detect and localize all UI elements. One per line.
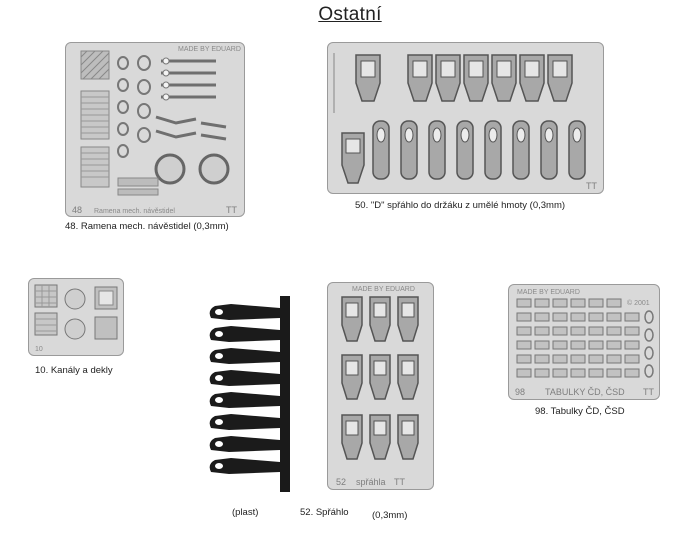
fret-52-brand: MADE BY EDUARD [352, 286, 415, 293]
caption-52: 52. Spřáhlo [300, 507, 349, 518]
page-title: Ostatní [318, 4, 382, 25]
fret-98-number: 98 [515, 387, 525, 397]
fret-52-scale: TT [394, 477, 405, 487]
caption-48: 48. Ramena mech. návěstidel (0,3mm) [65, 221, 229, 232]
caption-10: 10. Kanály a dekly [35, 365, 113, 376]
fret-98-image: MADE BY EDUARD © 2001 98 TABULKY ČD, ČSD… [508, 284, 660, 400]
fret-52-etch-text: spřáhla [356, 477, 386, 487]
fret-98-scale: TT [643, 387, 654, 397]
caption-98: 98. Tabulky ČD, ČSD [535, 406, 625, 417]
fret-50-artwork: TT [333, 53, 597, 191]
fret-50-image: TT [327, 42, 604, 194]
fret-52-number: 52 [336, 477, 346, 487]
fret-10-image: 10 [28, 278, 124, 356]
fret-98-artwork: MADE BY EDUARD © 2001 98 TABULKY ČD, ČSD… [515, 289, 654, 397]
fret-50-scale: TT [586, 181, 597, 191]
plastic-coupler-artwork [209, 296, 290, 492]
plastic-coupler-image [205, 296, 300, 492]
fret-52-image: MADE BY EDUARD 52 spřáhla TT [327, 282, 434, 490]
caption-50: 50. "D" spřáhlo do držáku z umělé hmoty … [355, 200, 566, 211]
fret-48-brand: MADE BY EDUARD [178, 46, 241, 53]
fret-98-brand: MADE BY EDUARD [517, 289, 580, 296]
fret-98-year: © 2001 [627, 299, 650, 307]
fret-48-image: MADE BY EDUARD 48 Ramena mech. návěstide… [65, 42, 245, 217]
caption-52-thickness: (0,3mm) [372, 510, 408, 521]
fret-10-number: 10 [35, 346, 43, 353]
fret-52-artwork: MADE BY EDUARD 52 spřáhla TT [336, 286, 419, 487]
fret-48-number: 48 [72, 205, 82, 215]
fret-48-artwork: MADE BY EDUARD 48 Ramena mech. návěstide… [72, 46, 241, 215]
fret-10-artwork: 10 [34, 284, 118, 353]
caption-plastic: (plast) [232, 507, 259, 518]
fret-98-etch-text: TABULKY ČD, ČSD [545, 387, 625, 397]
fret-48-scale: TT [226, 205, 237, 215]
fret-48-etch-text: Ramena mech. návěstidel [94, 208, 175, 215]
